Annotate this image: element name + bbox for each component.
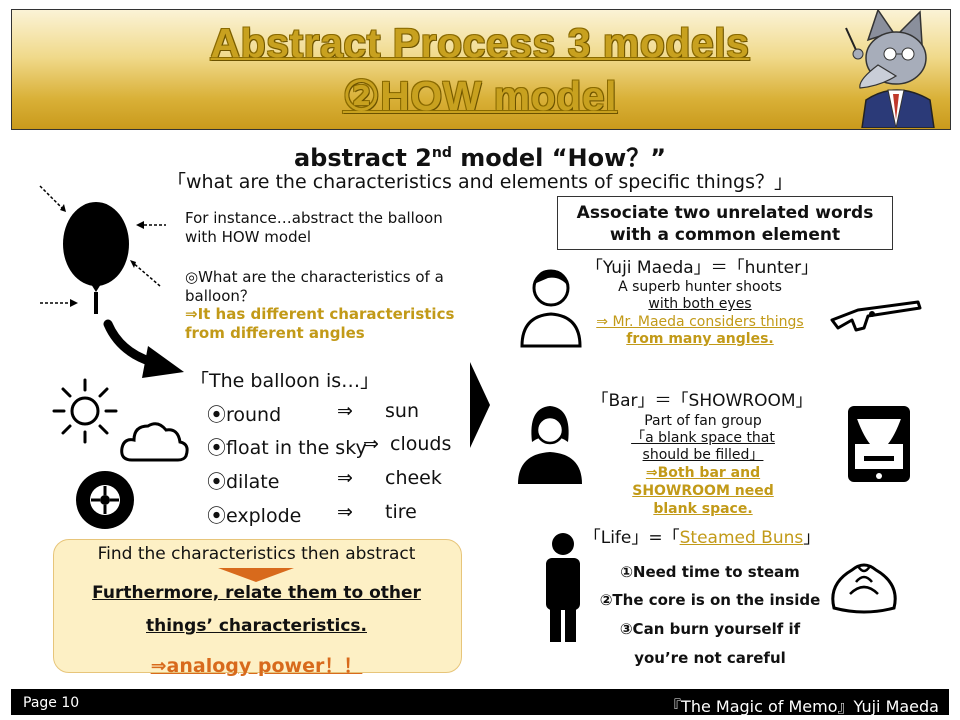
pair3-line4: you’re not careful — [634, 649, 786, 667]
pair2-line2: 「a blank space that — [631, 430, 775, 446]
feature-thing: clouds — [390, 433, 452, 455]
right-triangle-arrow-icon — [470, 362, 490, 448]
balloon-icon — [39, 185, 166, 314]
person-female-icon — [518, 406, 582, 484]
page-number: Page 10 — [23, 695, 80, 711]
pair1-line2: with both eyes — [648, 296, 752, 312]
curved-arrow-icon — [103, 319, 184, 378]
pair2-line1: Part of fan group — [644, 413, 762, 429]
person-icon — [520, 269, 582, 348]
summary-line2: Furthermore, relate them to other — [92, 583, 421, 603]
balloon-answer: ⇒It has different characteristics from d… — [185, 305, 455, 342]
pair2-title: 「Bar」＝「SHOWROOM」 — [591, 391, 813, 411]
feature-arrow: ⇒ — [337, 400, 353, 422]
title-banner — [11, 9, 951, 130]
down-arrow-icon — [218, 568, 294, 582]
pair2-line3: should be filled」 — [642, 447, 764, 463]
pair1-line3: ⇒ Mr. Maeda considers things — [596, 314, 804, 330]
feature-thing: tire — [385, 501, 417, 523]
person-standing-icon — [546, 533, 580, 642]
musket-icon — [830, 300, 922, 332]
pair2-line6: blank space. — [653, 501, 753, 517]
page-title-line2: ②HOW model — [342, 73, 618, 119]
feature-thing: cheek — [385, 467, 442, 489]
steamed-bun-icon — [831, 563, 897, 614]
feature-trait: ⦿round — [207, 404, 282, 426]
feature-trait: ⦿explode — [207, 505, 302, 527]
summary-line4: ⇒analogy power！！ — [150, 655, 363, 677]
pair3-title: 「Life」=「Steamed Buns」 — [583, 528, 821, 548]
cloud-icon — [120, 422, 189, 462]
sun-icon — [52, 378, 118, 444]
associate-box: Associate two unrelated words with a com… — [557, 196, 893, 250]
feature-arrow: ⇒ — [363, 433, 379, 455]
balloon-question: ◎What are the characteristics of a ballo… — [185, 268, 444, 305]
pair3-line2: ②The core is on the inside — [599, 591, 821, 609]
pair2-line5: SHOWROOM need — [632, 483, 774, 499]
summary-box — [53, 539, 462, 673]
feature-thing: sun — [385, 400, 419, 422]
tire-icon — [76, 471, 134, 529]
pair1-line1: A superb hunter shoots — [618, 279, 782, 295]
page-title-line1: Abstract Process 3 models — [210, 20, 750, 66]
section-heading: abstract 2nd model “How？” — [293, 144, 667, 172]
footer-bar: Page 10 『The Magic of Memo』Yuji Maeda — [11, 689, 949, 716]
pair3-line3: ③Can burn yourself if — [619, 620, 801, 638]
pair1-line4: from many angles. — [626, 331, 774, 347]
features-heading: 「The balloon is…」 — [190, 370, 380, 392]
feature-trait: ⦿dilate — [207, 471, 280, 493]
feature-arrow: ⇒ — [337, 501, 353, 523]
pair1-title: 「Yuji Maeda」＝「hunter」 — [585, 258, 819, 278]
summary-line1: Find the characteristics then abstract — [97, 544, 416, 564]
feature-arrow: ⇒ — [337, 467, 353, 489]
balloon-intro: For instance…abstract the balloon with H… — [185, 209, 443, 246]
wolf-mascot-illustration — [845, 10, 935, 128]
footer-credit: 『The Magic of Memo』Yuji Maeda — [665, 697, 939, 716]
tablet-stage-icon — [848, 406, 910, 482]
summary-line3: things’ characteristics. — [146, 616, 367, 636]
feature-trait: ⦿float in the sky — [207, 437, 367, 459]
pair3-line1: ①Need time to steam — [620, 563, 800, 581]
pair2-line4: ⇒Both bar and — [645, 465, 761, 481]
section-question: 「what are the characteristics and elemen… — [167, 171, 793, 193]
